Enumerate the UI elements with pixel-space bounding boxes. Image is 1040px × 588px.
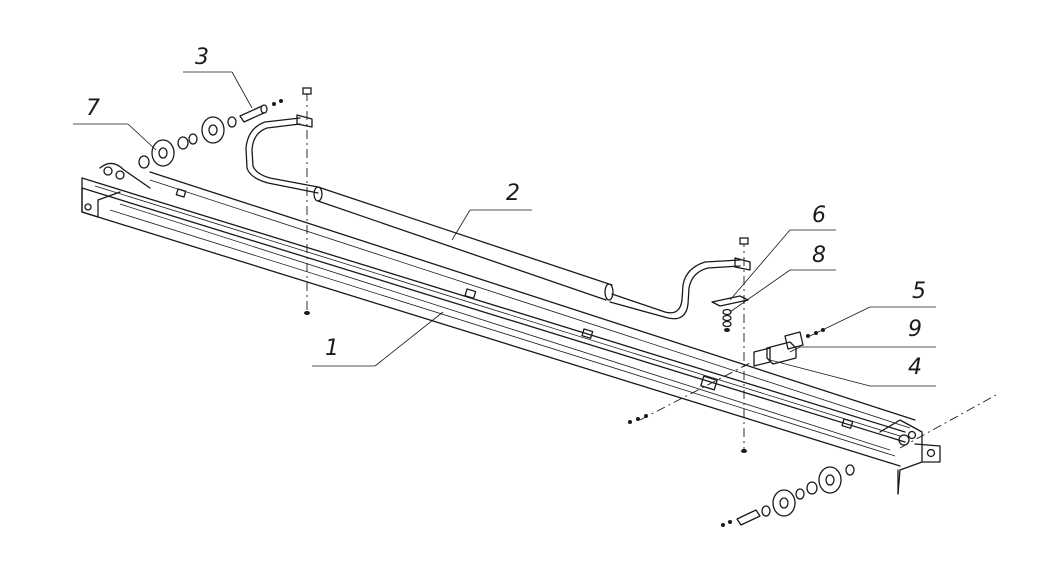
bracket-parts bbox=[628, 328, 825, 424]
left-roller-group bbox=[138, 99, 283, 169]
callout-labels: 1 2 3 4 5 6 7 8 9 bbox=[86, 45, 926, 380]
callout-6: 6 bbox=[812, 203, 826, 228]
leader-lines bbox=[73, 71, 936, 387]
callout-1: 1 bbox=[325, 336, 339, 361]
callout-4: 4 bbox=[908, 355, 922, 380]
callout-2: 2 bbox=[506, 181, 520, 206]
main-rail bbox=[81, 162, 941, 495]
tube-assembly bbox=[245, 114, 751, 320]
callout-3: 3 bbox=[195, 45, 209, 70]
callout-7: 7 bbox=[86, 96, 100, 121]
callout-5: 5 bbox=[912, 279, 926, 304]
callout-8: 8 bbox=[812, 243, 826, 268]
callout-9: 9 bbox=[908, 317, 922, 342]
fastener-axes bbox=[302, 87, 749, 453]
right-roller-group bbox=[721, 394, 997, 527]
